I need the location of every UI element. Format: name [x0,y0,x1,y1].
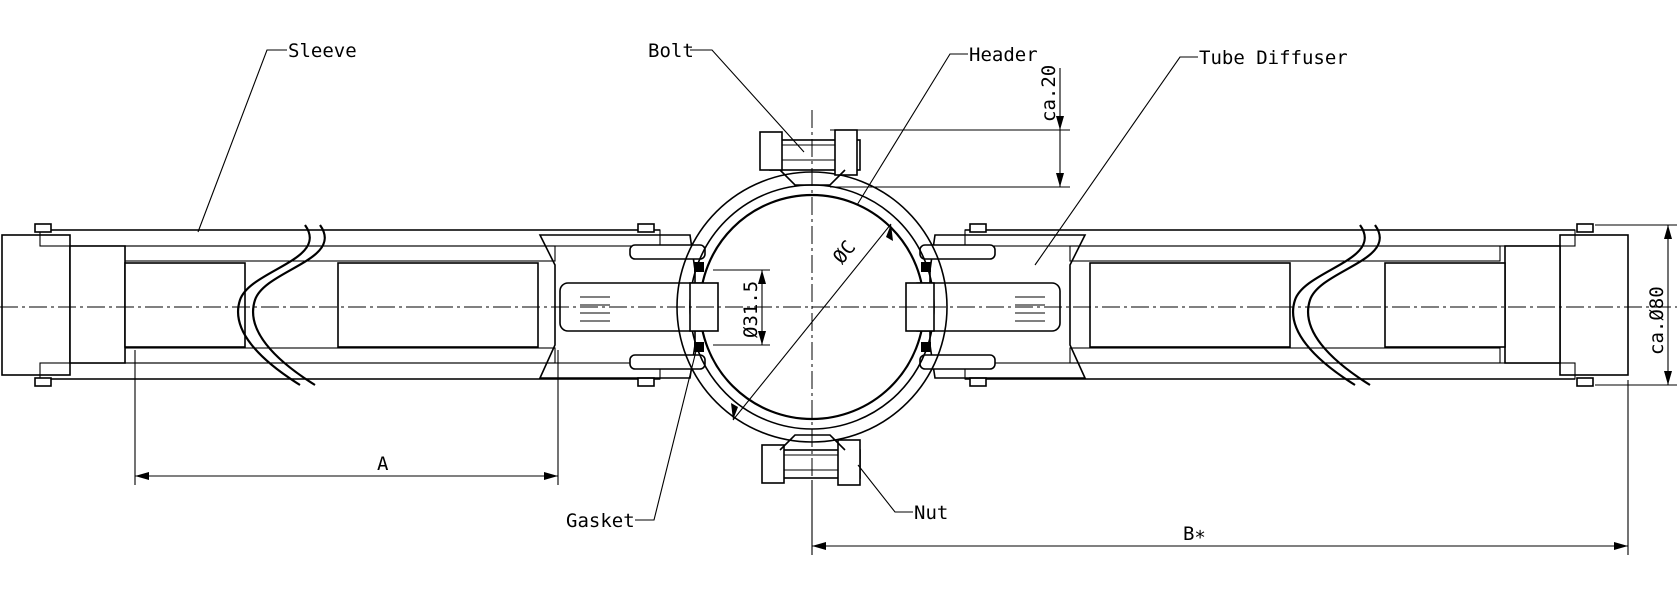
dimension-b-label: B∗ [1183,523,1206,545]
callout-header: Header [856,44,1038,206]
dimension-a: A [134,350,559,485]
dimension-a-label: A [377,453,389,475]
dimension-clamp-height-label: ca.20 [1038,65,1060,122]
dimension-b: B∗ [811,380,1629,555]
gaskets [694,262,931,352]
bolt-label: Bolt [648,40,694,62]
header-label: Header [969,44,1038,66]
sleeve-label: Sleeve [288,40,357,62]
dimension-bore-label: Ø31.5 [740,281,762,338]
dimension-outer-diameter-label: ca.Ø80 [1646,286,1668,355]
dimension-outer-diameter: ca.Ø80 [1595,224,1677,386]
gasket-label: Gasket [566,510,635,532]
callout-nut: Nut [857,464,948,524]
bolt-top [759,129,861,186]
dimension-clamp-height: ca.20 [830,65,1070,188]
callout-bolt: Bolt [648,40,805,153]
dimension-bore: Ø31.5 [713,269,770,346]
callout-gasket: Gasket [566,346,698,532]
nut-bottom [761,434,861,486]
callout-tube-diffuser: Tube Diffuser [1034,47,1348,266]
left-tube-diffuser [1,223,661,387]
callout-sleeve: Sleeve [197,40,357,233]
tube-diffuser-label: Tube Diffuser [1199,47,1348,69]
right-connector [909,234,1087,379]
dimension-header-diameter-label: ØC [829,237,861,269]
nut-label: Nut [914,502,948,524]
right-tube-diffuser [964,223,1629,387]
